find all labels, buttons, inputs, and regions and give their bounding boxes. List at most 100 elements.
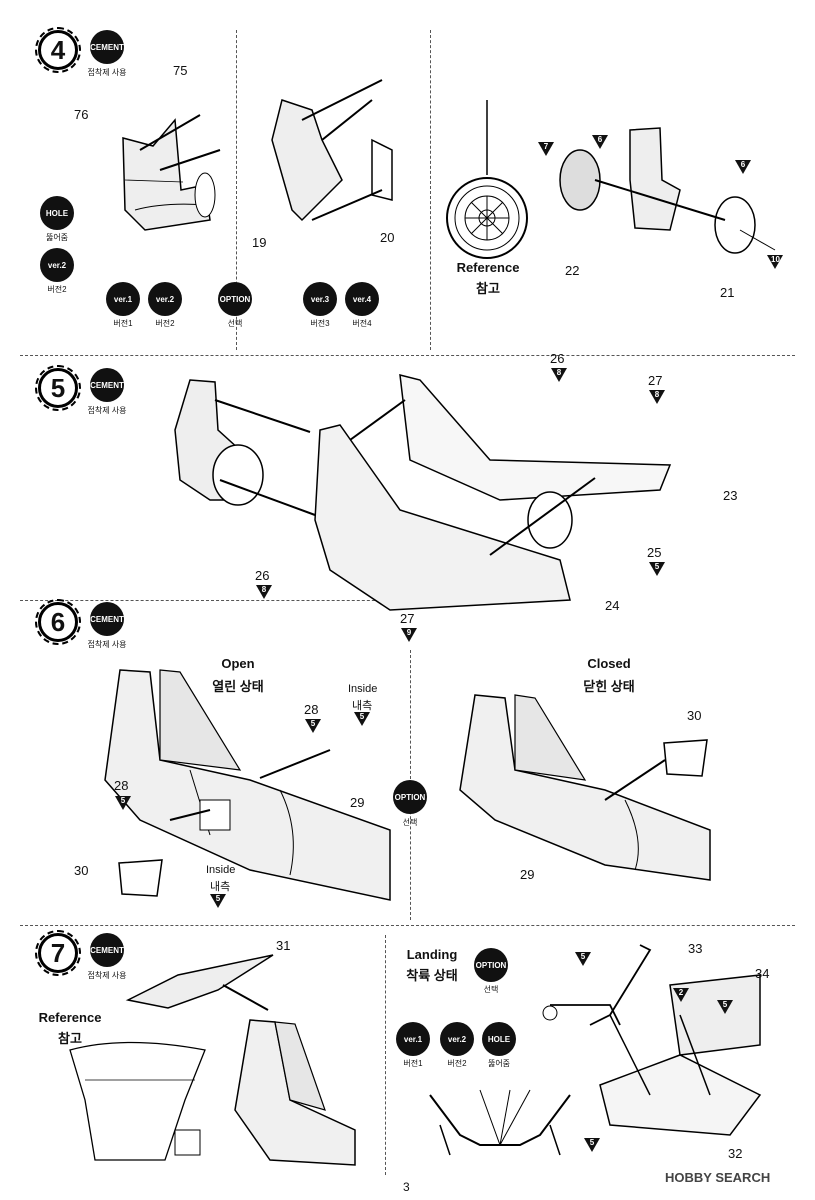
color-callout-5b: 5 [305, 719, 321, 733]
ver2-badge-step7: ver.2 [440, 1022, 474, 1056]
step-7-number: 7 [35, 930, 81, 976]
inside-label-en-top: Inside [348, 683, 378, 695]
option-badge-step7: OPTION [474, 948, 508, 982]
hole-caption-step4: 뚫어줌 [45, 233, 69, 242]
part-34: 34 [755, 966, 770, 981]
part-24: 24 [605, 598, 620, 613]
cement-badge-step7: CEMENT [90, 933, 124, 967]
inside-label-ko-bottom: 내측 [210, 881, 231, 893]
option-badge-step6: OPTION [393, 780, 427, 814]
ver2-caption-step7: 버전2 [447, 1059, 467, 1068]
part-31: 31 [276, 938, 291, 953]
inside-label-ko-top: 내측 [352, 700, 373, 712]
landing-label-ko: 착륙 상태 [406, 968, 458, 983]
part-30-closed: 30 [687, 708, 702, 723]
color-callout-5e: 5 [210, 894, 226, 908]
ver1-badge-step7: ver.1 [396, 1022, 430, 1056]
part-19: 19 [252, 235, 267, 250]
hole-badge-step4: HOLE [40, 196, 74, 230]
bay-door-open-drawing [118, 859, 163, 897]
exhaust-reference-drawing [446, 100, 528, 259]
open-label-en: Open [221, 656, 255, 671]
bay-door-closed-drawing [663, 739, 708, 777]
part-22: 22 [565, 263, 580, 278]
part-25: 25 [647, 545, 662, 560]
hole-caption-step7: 뚫어줌 [487, 1059, 511, 1068]
color-callout-8c: 8 [256, 585, 272, 599]
divider-step4-a [236, 30, 237, 350]
part-27-top: 27 [648, 373, 663, 388]
cement-badge-step6: CEMENT [90, 602, 124, 636]
part-29-open: 29 [350, 795, 365, 810]
reference-label-ko-step4: 참고 [476, 281, 500, 296]
hole-badge-step7: HOLE [482, 1022, 516, 1056]
color-callout-5g: 5 [717, 1000, 733, 1014]
step-5-number: 5 [35, 365, 81, 411]
closed-label-en: Closed [587, 656, 631, 671]
divider-step5-6 [20, 600, 400, 601]
color-callout-8b: 8 [649, 390, 665, 404]
part-20: 20 [380, 230, 395, 245]
assembly-arrows-step4a [139, 114, 221, 171]
option-caption-step7: 선택 [483, 985, 499, 994]
divider-step4-5 [20, 355, 795, 356]
cement-caption-step7: 접착제 사용 [87, 971, 127, 980]
color-callout-2: 2 [673, 988, 689, 1002]
option-caption-step4: 선택 [227, 319, 243, 328]
part-30-open: 30 [74, 863, 89, 878]
cement-caption-step4: 접착제 사용 [87, 68, 127, 77]
option-badge-step4: OPTION [218, 282, 252, 316]
color-callout-5d: 5 [115, 796, 131, 810]
ver4-caption-step4: 버전4 [352, 319, 372, 328]
ver4-badge-step4: ver.4 [345, 282, 379, 316]
reference-label-ko-step7: 참고 [58, 1031, 82, 1046]
divider-step4-b [430, 30, 431, 350]
landing-gear-assembly-drawing [542, 944, 762, 1136]
part-26-top: 26 [550, 351, 565, 366]
part-75: 75 [173, 63, 188, 78]
color-callout-10: 10 [767, 255, 783, 269]
landing-label-en: Landing [406, 947, 458, 962]
cement-caption-step6: 접착제 사용 [87, 640, 127, 649]
closed-label-ko: 닫힌 상태 [583, 679, 635, 694]
tail-assembled-drawing [234, 1019, 356, 1166]
reference-tail-drawing [69, 1041, 206, 1161]
part-76: 76 [74, 107, 89, 122]
ver2-caption-step4-left: 버전2 [47, 285, 67, 294]
part-29-closed: 29 [520, 867, 535, 882]
part-21: 21 [720, 285, 735, 300]
part-23: 23 [723, 488, 738, 503]
closed-bay-fuselage-drawing [459, 694, 711, 881]
cement-caption-step5: 접착제 사용 [87, 406, 127, 415]
color-callout-6b: 6 [735, 160, 751, 174]
option-caption-step6: 선택 [402, 818, 418, 827]
ver1-caption-step4: 버전1 [113, 319, 133, 328]
ver2-badge-step4: ver.2 [148, 282, 182, 316]
ver2-badge-step4-left: ver.2 [40, 248, 74, 282]
color-callout-9: 9 [401, 628, 417, 642]
reference-label-en-step4: Reference [456, 260, 520, 275]
cement-badge-step4: CEMENT [90, 30, 124, 64]
page-number: 3 [403, 1180, 410, 1194]
color-callout-6a: 6 [592, 135, 608, 149]
exhaust-assembly-drawing [559, 127, 776, 254]
color-callout-5c: 5 [354, 712, 370, 726]
divider-step7 [385, 935, 386, 1175]
reference-label-en-step7: Reference [38, 1010, 102, 1025]
step-6-number: 6 [35, 599, 81, 645]
tail-part-19-20-drawing [271, 79, 393, 222]
part-28-top: 28 [304, 702, 319, 717]
color-callout-7: 7 [538, 142, 554, 156]
inside-label-en-bottom: Inside [206, 864, 236, 876]
tailplane-drawing [125, 954, 274, 1011]
color-callout-5a: 5 [649, 562, 665, 576]
color-callout-5f: 5 [575, 952, 591, 966]
part-32: 32 [728, 1146, 743, 1161]
ver1-caption-step7: 버전1 [403, 1059, 423, 1068]
part-27-bottom: 27 [400, 611, 415, 626]
ver1-badge-step4: ver.1 [106, 282, 140, 316]
divider-step6-7 [20, 925, 795, 926]
step-4-number: 4 [35, 27, 81, 73]
ver3-caption-step4: 버전3 [310, 319, 330, 328]
color-callout-5h: 5 [584, 1138, 600, 1152]
